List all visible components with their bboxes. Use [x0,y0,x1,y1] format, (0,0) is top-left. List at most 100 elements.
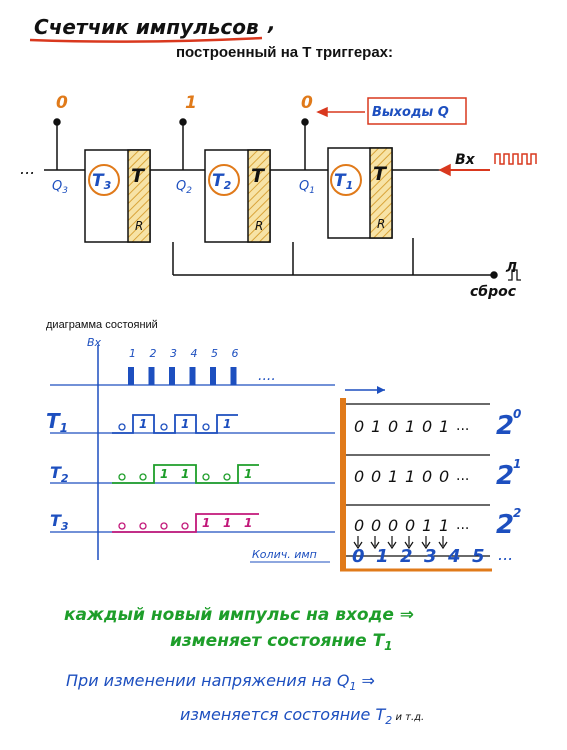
title-main: Счетчик импульсов [34,15,259,39]
trigger-t2-reset: R [255,219,263,233]
trigger-t2-box [204,149,271,243]
trigger-t1-type: T [373,163,388,185]
input-pulse [189,367,196,385]
down-arrow-head [438,541,448,550]
state-label-high: 1 [160,467,168,481]
count-label: Колич. имп [252,548,317,561]
table-left-bar [340,398,346,570]
timing-input-label: Вх [87,336,102,349]
table-bit: 0 [354,467,364,486]
table-bit: 0 [371,467,381,486]
title-group: Счетчик импульсов , построенный на Т три… [29,11,393,61]
weight-label: 2 [496,510,514,540]
state-label-low [202,473,210,481]
state-label-low [223,473,231,481]
note-line-1: каждый новый импульс на входе ⇒ [64,605,414,625]
note-line-4: изменяется состояние T2 и т.д. [180,705,424,727]
state-label-high: 1 [202,516,210,530]
trigger-t1-reset: R [377,217,385,231]
trigger-t2-type: T [251,165,266,187]
input-pulse [128,367,134,385]
down-arrow-head [387,541,397,550]
note-line-2: изменяет состояние T1 [170,631,393,653]
trigger-t2: T2 T R Q2 1 [176,93,266,233]
pulse-number: 3 [170,347,177,360]
count-value: 5 [472,546,485,567]
row-label-t1: T1 [46,409,68,435]
note-line-3: При изменении напряжения на Q1 ⇒ [66,671,375,693]
trigger-t1-box [327,147,393,239]
row-label-t2: T2 [50,463,69,485]
down-arrow-head [370,541,380,550]
input-pulse [169,367,175,385]
table-bit: 1 [371,417,381,436]
trigger-t1-name: T1 [334,171,353,192]
state-label-high: 1 [244,516,252,530]
outputs-label: Выходы Q [372,105,449,120]
input-label: Вх [455,152,476,168]
counts-dots: ... [498,545,513,564]
state-label-low [118,522,126,530]
table-bit: 1 [405,417,415,436]
state-label-high: 1 [139,417,147,431]
pulse-number: 4 [191,347,198,360]
table-bit: 0 [422,417,432,436]
state-label-low [181,522,189,530]
trigger-t3-type: T [131,165,146,187]
weight-exponent: 0 [513,407,521,421]
weight-label: 2 [496,461,514,491]
trigger-t2-name: T2 [212,171,232,192]
input-pulse [148,367,155,385]
table-bit: 1 [422,516,432,535]
state-label-low [139,473,147,481]
title-subtitle: построенный на Т триггерах: [176,44,393,61]
weight-exponent: 2 [513,506,521,520]
count-value: 1 [376,546,389,567]
table-bit: 1 [439,417,449,436]
state-label-high: 1 [223,516,231,530]
count-value: 0 [352,546,365,567]
count-value: 2 [400,546,413,567]
state-label-low [160,423,168,431]
table-bit: 0 [354,417,364,436]
state-label-low [139,522,147,530]
trigger-t3-reset: R [135,219,143,233]
output-q3-label: Q3 [52,179,68,196]
weight-label: 2 [496,411,514,441]
reset-label: сброс [470,284,517,300]
count-value: 4 [447,546,461,567]
table-bit: 0 [422,467,432,486]
table-bit: 0 [439,467,449,486]
state-label-high: 1 [181,467,189,481]
table-bit: 0 [388,417,398,436]
down-arrow-head [404,541,414,550]
output-q1-value: 0 [301,93,313,113]
table-bit: 1 [405,467,415,486]
trigger-t3-name: T3 [92,171,112,192]
state-label-high: 1 [223,417,231,431]
count-value: 3 [424,546,437,567]
input-pulse [210,367,216,385]
state-label-low [202,423,210,431]
input-pulses [128,367,237,385]
pulse-number: 2 [150,347,157,360]
reset-symbol: Л [505,261,517,276]
table-bit: 1 [388,467,398,486]
down-arrow-head [353,541,363,550]
waveform-line [112,414,238,434]
output-q1-label: Q1 [299,179,315,196]
row-label-t3: T3 [50,511,69,533]
input-pulse [230,367,237,385]
down-arrow-head [421,541,431,550]
input-dots: .... [258,368,276,384]
schematic-left-dots: ... [20,159,35,178]
waveform-line [112,464,259,484]
output-q2-value: 1 [185,93,197,113]
